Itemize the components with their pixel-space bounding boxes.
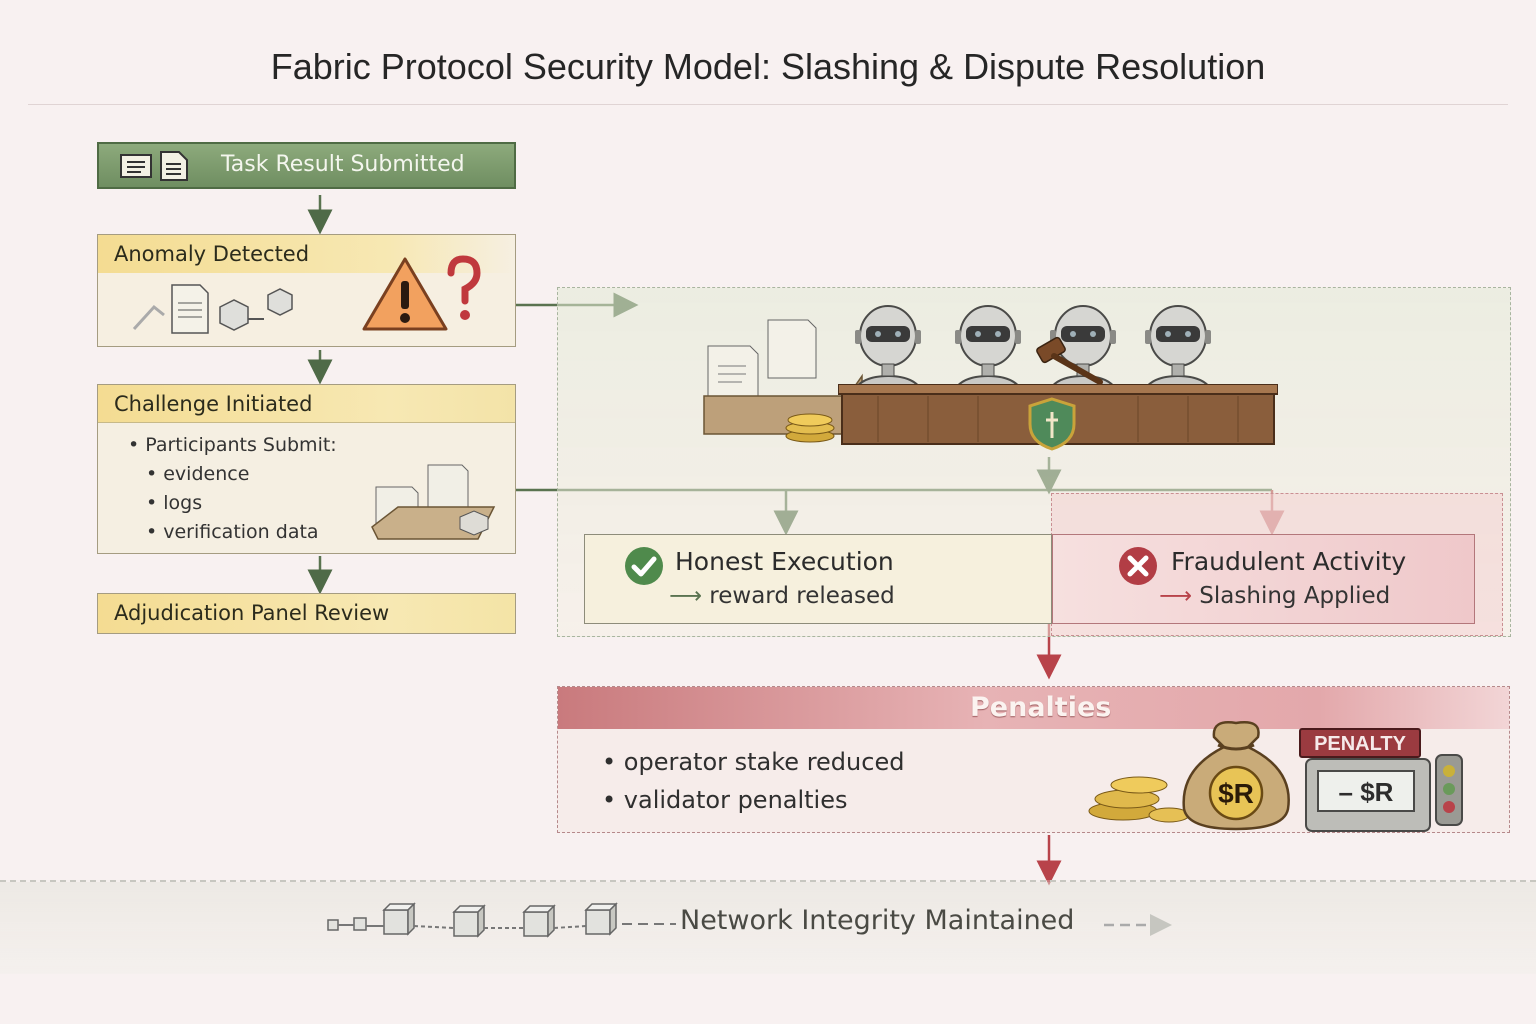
participants-lead: • Participants Submit: — [128, 434, 337, 456]
title-divider — [28, 104, 1508, 105]
penalties-title: Penalties — [970, 692, 1112, 723]
anomaly-detected-box: Anomaly Detected — [97, 234, 516, 347]
money-bag-icon: $R — [1182, 721, 1290, 831]
page-title: Fabric Protocol Security Model: Slashing… — [270, 46, 1266, 87]
list-item: • logs — [146, 492, 203, 514]
list-item: • operator stake reduced — [602, 748, 905, 776]
adjudication-title: Adjudication Panel Review — [114, 601, 390, 625]
penalties-box: Penalties • operator stake reduced • val… — [557, 686, 1510, 833]
evidence-box-icon — [371, 464, 496, 540]
fraud-title: Fraudulent Activity — [1171, 547, 1407, 576]
task-result-submitted-box: Task Result Submitted — [97, 142, 516, 189]
document-icon — [120, 151, 188, 181]
penalties-header: Penalties — [558, 687, 1509, 729]
coins-icon — [785, 413, 835, 443]
honest-result: ⟶ reward released — [669, 583, 895, 609]
penalty-terminal: PENALTY – $R — [1299, 728, 1463, 832]
challenge-initiated-box: Challenge Initiated • Participants Submi… — [97, 384, 516, 554]
check-icon — [625, 547, 663, 585]
anomaly-title: Anomaly Detected — [98, 235, 515, 273]
penalty-list: • operator stake reduced • validator pen… — [602, 743, 904, 819]
arrow-right-icon: ⟶ — [1159, 583, 1192, 609]
penalty-sign: PENALTY — [1314, 733, 1407, 755]
gavel-icon — [1036, 336, 1103, 385]
honest-execution-box: Honest Execution ⟶ reward released — [584, 534, 1052, 624]
challenge-title: Challenge Initiated — [98, 385, 515, 423]
document-blocks-icon — [132, 284, 293, 334]
list-item: • evidence — [146, 463, 250, 485]
bag-label: $R — [1218, 778, 1254, 809]
fraudulent-activity-box: Fraudulent Activity ⟶ Slashing Applied — [1052, 534, 1475, 624]
honest-title: Honest Execution — [675, 547, 894, 576]
arrow-right-icon: ⟶ — [669, 583, 702, 609]
footer-band — [0, 880, 1536, 974]
x-icon — [1119, 547, 1157, 585]
shield-icon — [1028, 397, 1076, 451]
coins-icon — [1088, 776, 1190, 823]
task-result-label: Task Result Submitted — [221, 152, 465, 177]
arrow-right-icon — [1104, 914, 1172, 936]
honest-result-text: reward released — [709, 583, 895, 609]
network-integrity-label: Network Integrity Maintained — [680, 905, 1075, 936]
warning-icon — [362, 257, 448, 331]
fraud-result: ⟶ Slashing Applied — [1159, 583, 1390, 609]
fraud-result-text: Slashing Applied — [1199, 583, 1391, 609]
participant-list: • Participants Submit: • evidence • logs… — [128, 431, 337, 547]
adjudication-panel-review-box: Adjudication Panel Review — [97, 593, 516, 634]
blockchain-icon — [327, 902, 676, 938]
list-item: • verification data — [146, 521, 319, 543]
question-icon — [447, 255, 481, 320]
list-item: • validator penalties — [602, 786, 848, 814]
penalty-display: – $R — [1339, 777, 1394, 807]
